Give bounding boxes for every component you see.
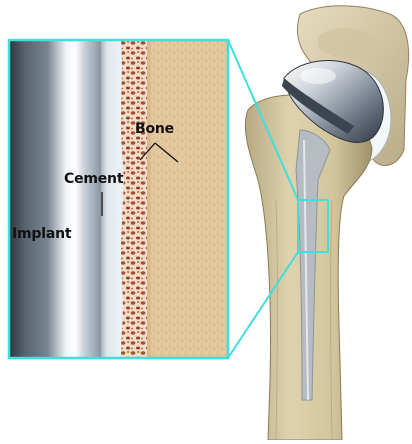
- cross-section-panel: [9, 40, 228, 358]
- cement-label: Cement: [64, 171, 123, 187]
- implant-label: Implant: [12, 226, 71, 242]
- cancellous-bone-layer: [121, 40, 147, 358]
- cortical-bone-layer: [147, 40, 228, 358]
- cement-layer: [101, 40, 121, 358]
- bone-label: Bone: [135, 121, 174, 137]
- implant-layer: [9, 40, 101, 358]
